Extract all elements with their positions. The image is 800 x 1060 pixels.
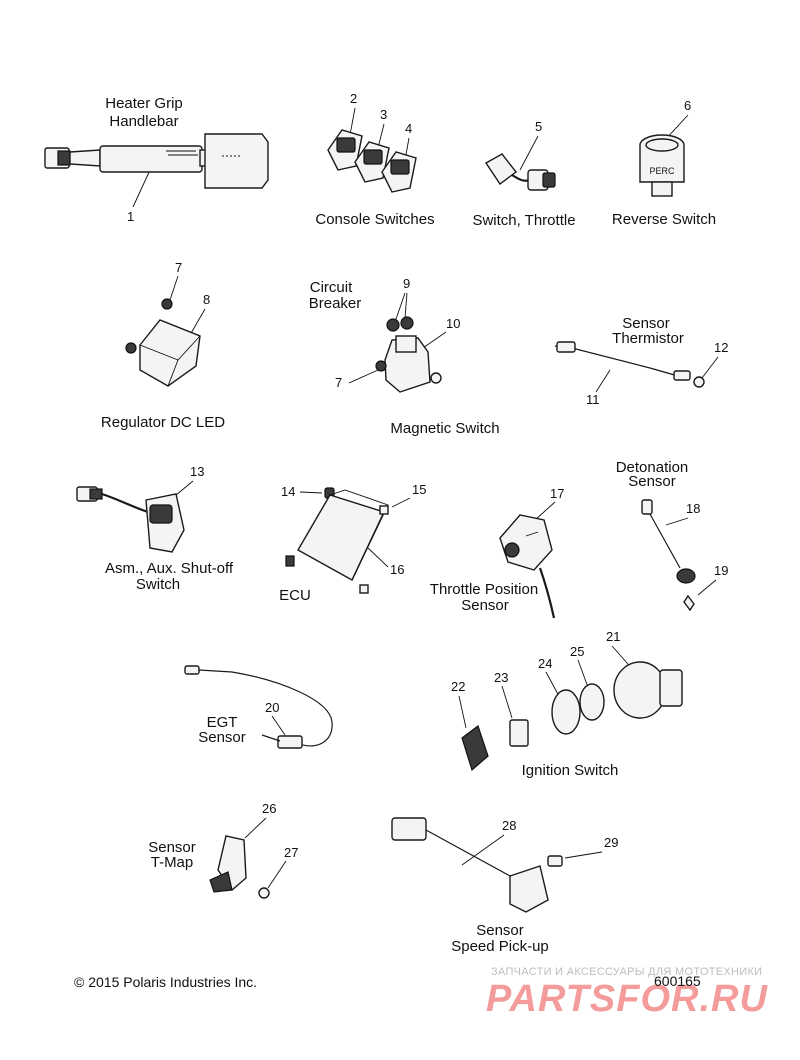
callout-4: 4: [405, 121, 412, 136]
throttle-switch-part: [484, 153, 556, 191]
label-thermistor-2: Thermistor: [612, 330, 684, 347]
magnetic-switch-part: [375, 316, 442, 393]
heater-grip-part: [44, 133, 269, 189]
label-speed-pickup-2: Speed Pick-up: [451, 938, 549, 955]
callout-18: 18: [686, 501, 700, 516]
callout-2: 2: [350, 91, 357, 106]
label-aux-shutoff-2: Switch: [136, 576, 180, 593]
label-aux-shutoff-1: Asm., Aux. Shut-off: [105, 560, 234, 577]
aux-shutoff-part: [76, 486, 185, 553]
label-ignition: Ignition Switch: [522, 762, 619, 779]
console-switches-part: [327, 129, 417, 193]
callout-1: 1: [127, 209, 134, 224]
callout-5: 5: [535, 119, 542, 134]
callout-16: 16: [390, 562, 404, 577]
copyright-notice: © 2015 Polaris Industries Inc.: [74, 974, 258, 990]
callout-11: 11: [586, 392, 600, 407]
callout-7b: 7: [335, 375, 342, 390]
label-circuit-breaker-2: Breaker: [309, 295, 362, 312]
callout-8: 8: [203, 292, 210, 307]
label-detonation-1: Detonation: [616, 459, 689, 476]
label-heater-grip-2: Handlebar: [109, 113, 178, 130]
label-thermistor-1: Sensor: [622, 315, 670, 332]
callout-17: 17: [550, 486, 564, 501]
label-magnetic-switch: Magnetic Switch: [390, 420, 499, 437]
label-tmap-1: Sensor: [148, 839, 196, 856]
watermark-logo: PARTSFOR.RU: [486, 978, 768, 1020]
label-speed-pickup-1: Sensor: [476, 922, 524, 939]
label-heater-grip-1: Heater Grip: [105, 95, 183, 112]
label-tmap-2: T-Map: [151, 854, 194, 871]
reverse-switch-part: PERC: [639, 134, 685, 197]
callout-12: 12: [714, 340, 728, 355]
tps-part: [499, 514, 556, 619]
callout-21: 21: [606, 629, 620, 644]
ignition-switch-part: [461, 661, 683, 772]
callout-26: 26: [262, 801, 276, 816]
callout-25: 25: [570, 644, 584, 659]
label-reverse-switch: Reverse Switch: [612, 211, 716, 228]
label-console-switches: Console Switches: [315, 211, 434, 228]
figure-id: 600165: [654, 973, 701, 989]
callout-3: 3: [380, 107, 387, 122]
label-detonation-2: Sensor: [628, 473, 676, 490]
egt-sensor-part: [184, 665, 333, 749]
ecu-part: [285, 487, 389, 594]
label-throttle-switch: Switch, Throttle: [472, 212, 575, 229]
callout-15: 15: [412, 482, 426, 497]
thermistor-part: [554, 341, 705, 388]
label-throttle-position-2: Sensor: [461, 597, 509, 614]
label-throttle-position-1: Throttle Position: [430, 581, 538, 598]
regulator-part: [125, 298, 201, 387]
watermark-tagline: ЗАПЧАСТИ И АКСЕССУАРЫ ДЛЯ МОТОТЕХНИКИ: [491, 966, 763, 978]
label-egt-2: Sensor: [198, 729, 246, 746]
callout-27: 27: [284, 845, 298, 860]
callout-13: 13: [190, 464, 204, 479]
callout-10: 10: [446, 316, 460, 331]
label-ecu: ECU: [279, 587, 311, 604]
callout-28: 28: [502, 818, 516, 833]
detonation-sensor-part: [641, 499, 696, 612]
tmap-sensor-part: [209, 835, 270, 899]
callout-6: 6: [684, 98, 691, 113]
callout-29: 29: [604, 835, 618, 850]
callout-20: 20: [265, 700, 279, 715]
label-egt-1: EGT: [207, 714, 238, 731]
callout-14: 14: [281, 484, 295, 499]
label-regulator: Regulator DC LED: [101, 414, 225, 431]
callout-9: 9: [403, 276, 410, 291]
callout-19: 19: [714, 563, 728, 578]
callout-7a: 7: [175, 260, 182, 275]
perc-marking: PERC: [649, 166, 675, 176]
label-circuit-breaker-1: Circuit: [310, 279, 353, 296]
callout-22: 22: [451, 679, 465, 694]
callout-24: 24: [538, 656, 552, 671]
speed-pickup-part: [391, 817, 563, 913]
callout-23: 23: [494, 670, 508, 685]
